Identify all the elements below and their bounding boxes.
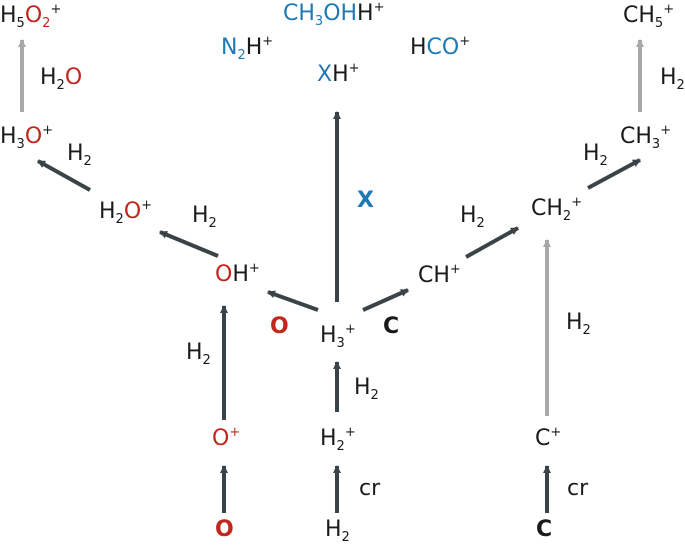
reagent-h2-label: H2 bbox=[583, 141, 608, 169]
reactant-x: X bbox=[357, 188, 374, 213]
reactant-c-atom: C bbox=[383, 314, 400, 339]
arrow-h2op-to-h3op bbox=[37, 159, 91, 192]
arrow-chp-to-ch2p bbox=[465, 226, 519, 259]
reagent-cr-label: cr bbox=[359, 476, 381, 501]
reagent-h2-label: H2 bbox=[192, 203, 217, 231]
arrow-h3p-to-ohp bbox=[267, 290, 319, 312]
species-h3plus: H3+ bbox=[320, 322, 356, 351]
species-ch3ohh-plus: CH3OHH+ bbox=[283, 0, 385, 29]
species-ch3plus: CH3+ bbox=[620, 123, 672, 152]
reagent-h2-label: H2 bbox=[566, 310, 591, 338]
arrow-ohp-to-h2op bbox=[159, 230, 219, 258]
species-ohplus: OH+ bbox=[215, 261, 260, 287]
species-xh-plus: XH+ bbox=[317, 61, 360, 87]
reagent-h2-label: H2 bbox=[67, 141, 92, 169]
reagent-h2-label: H2 bbox=[354, 375, 379, 403]
arrow-h3p-to-chp bbox=[362, 288, 409, 312]
reagent-h2-label: H2 bbox=[460, 203, 485, 231]
species-ch2plus: CH2+ bbox=[531, 195, 583, 224]
reactant-o: O bbox=[215, 517, 234, 542]
species-cplus: C+ bbox=[535, 425, 562, 451]
reagent-h2-label: H2 bbox=[186, 340, 211, 368]
arrow-ch2p-to-ch3p bbox=[587, 158, 641, 190]
reagent-cr-label: cr bbox=[567, 476, 589, 501]
species-hco-plus: HCO+ bbox=[410, 34, 471, 60]
species-n2h-plus: N2H+ bbox=[221, 34, 274, 63]
species-h5o2plus: H5O2+ bbox=[0, 2, 62, 31]
species-h2plus: H2+ bbox=[320, 425, 356, 454]
reactant-o-atom: O bbox=[270, 314, 289, 339]
reagent-h2-label: H2 bbox=[660, 65, 685, 93]
species-oplus: O+ bbox=[212, 425, 241, 451]
species-h2oplus: H2O+ bbox=[99, 198, 153, 227]
reactant-h2: H2 bbox=[325, 517, 350, 545]
species-h3oplus: H3O+ bbox=[0, 123, 54, 152]
reagent-h2o: H2O bbox=[40, 65, 83, 93]
species-ch5plus: CH5+ bbox=[623, 2, 675, 31]
reactant-c: C bbox=[536, 517, 553, 542]
species-chplus: CH+ bbox=[418, 262, 461, 288]
